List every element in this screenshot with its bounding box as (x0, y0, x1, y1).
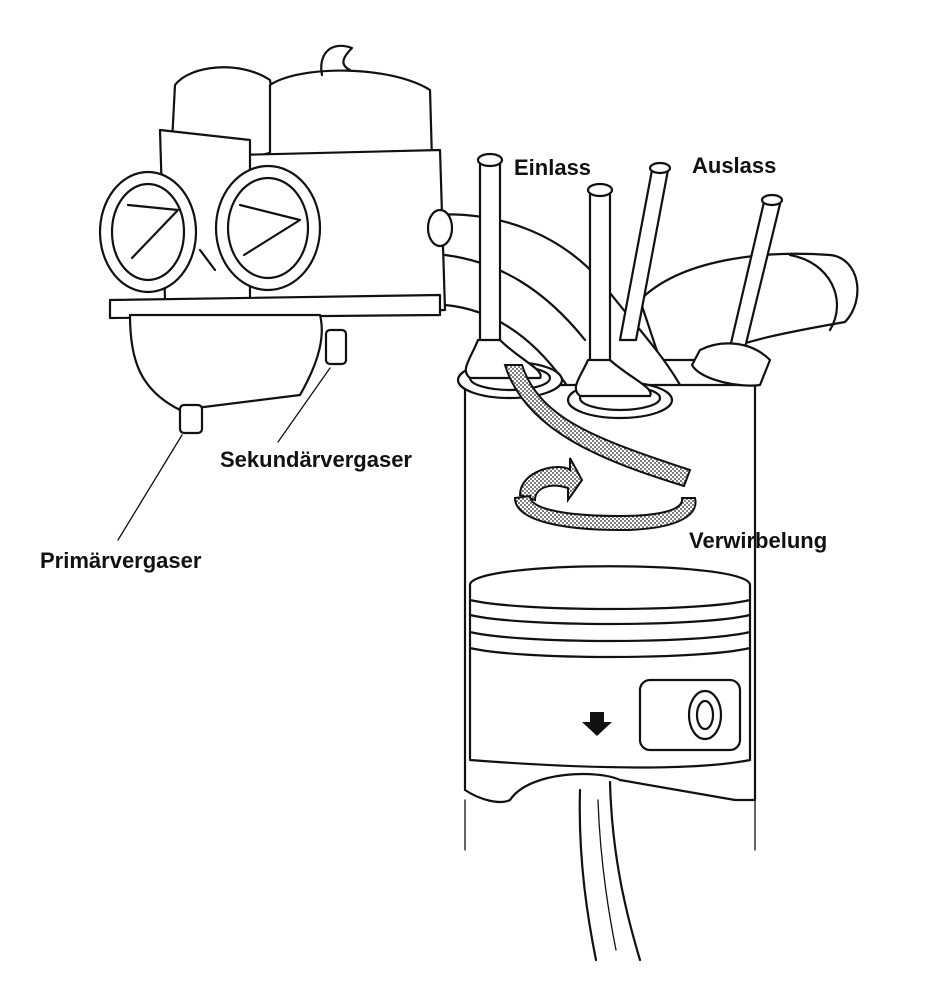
intake-flow-arrow (503, 364, 692, 488)
label-primary-carburetor: Primärvergaser (40, 548, 202, 573)
label-swirl: Verwirbelung (689, 528, 828, 553)
exhaust-valve-1 (618, 161, 672, 342)
exhaust-valve-2 (690, 193, 784, 387)
label-exhaust: Auslass (692, 153, 777, 178)
piston (468, 565, 752, 769)
label-intake: Einlass (514, 155, 592, 180)
leader-lines (117, 367, 331, 541)
intake-valve-2 (574, 182, 652, 398)
connecting-rod (578, 780, 642, 962)
swirl-arrow (513, 457, 697, 532)
carburetor (98, 44, 454, 435)
label-secondary-carburetor: Sekundärvergaser (220, 447, 412, 472)
